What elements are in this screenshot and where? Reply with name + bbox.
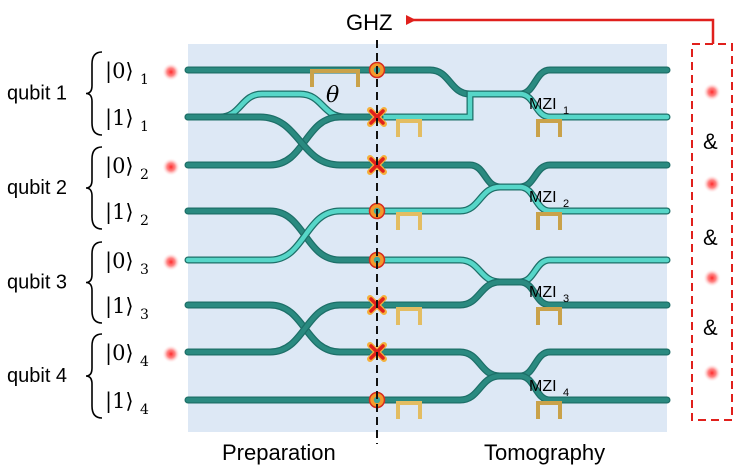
preparation-label: Preparation — [222, 440, 336, 465]
ket-one: |1⟩ — [105, 294, 134, 319]
brace — [85, 146, 103, 230]
ket-one: |1⟩ — [105, 106, 134, 131]
waveguides — [184, 66, 671, 404]
and-sign: & — [703, 315, 718, 340]
ket-subscript: 1 — [140, 72, 149, 88]
ket-subscript: 2 — [140, 213, 149, 229]
photon-dot — [162, 253, 180, 271]
ket-zero: |0⟩ — [105, 59, 134, 84]
heaters — [310, 69, 562, 419]
photon-dot — [703, 269, 721, 287]
phase-heater — [396, 212, 422, 230]
brace — [85, 241, 103, 324]
qubit-label: qubit 3 — [7, 272, 67, 294]
ket-zero: |0⟩ — [105, 249, 134, 274]
phase-heater — [536, 307, 562, 325]
phase-heater — [536, 401, 562, 419]
theta-label: θ — [326, 83, 339, 108]
photon-dot — [162, 345, 180, 363]
photon-source-box — [691, 43, 733, 421]
photon-dot — [162, 158, 180, 176]
mzi-subscript: 1 — [563, 105, 569, 117]
ket-zero: |0⟩ — [105, 154, 134, 179]
phase-heater — [396, 401, 422, 419]
ket-subscript: 3 — [140, 307, 149, 323]
waveguide-path — [184, 183, 671, 264]
waveguide-path — [184, 278, 671, 356]
qubit-label: qubit 4 — [7, 365, 67, 387]
block-cross — [367, 107, 387, 127]
qubit-label: qubit 2 — [7, 177, 67, 199]
photon-dot — [703, 364, 721, 382]
qubit-label: qubit 1 — [7, 83, 67, 105]
ket-subscript: 4 — [140, 354, 149, 370]
ket-subscript: 3 — [140, 262, 149, 278]
mzi-label: MZI — [529, 284, 557, 301]
phase-heater — [396, 307, 422, 325]
mzi-subscript: 4 — [563, 387, 569, 399]
ket-subscript: 1 — [140, 119, 149, 135]
source-items: & & & — [703, 83, 721, 382]
mzi-subscript: 3 — [563, 293, 569, 305]
photon-dot — [162, 63, 180, 81]
brace — [85, 333, 103, 419]
and-sign: & — [703, 225, 718, 250]
ket-one: |1⟩ — [105, 389, 134, 414]
waveguide-path — [184, 113, 384, 169]
mzi-label: MZI — [529, 378, 557, 395]
tomography-label: Tomography — [484, 440, 605, 465]
ket-zero: |0⟩ — [105, 341, 134, 366]
ket-subscript: 2 — [140, 167, 149, 183]
and-sign: & — [703, 129, 718, 154]
brace — [85, 51, 103, 136]
phase-heater — [310, 69, 360, 87]
ghz-arrow — [406, 15, 715, 44]
mzi-subscript: 2 — [563, 198, 569, 210]
waveguide-path — [184, 372, 671, 404]
mzi-label: MZI — [529, 96, 557, 113]
photon-dot — [703, 175, 721, 193]
ket-subscript: 4 — [140, 402, 149, 418]
waveguide-path — [184, 113, 671, 191]
phase-heater — [396, 119, 422, 137]
phase-heater — [536, 119, 562, 137]
chip-panel — [188, 44, 667, 432]
photon-dot — [703, 83, 721, 101]
mzi-label: MZI — [529, 189, 557, 206]
phase-heater — [536, 212, 562, 230]
ket-one: |1⟩ — [105, 200, 134, 225]
ghz-title: GHZ — [346, 10, 392, 35]
